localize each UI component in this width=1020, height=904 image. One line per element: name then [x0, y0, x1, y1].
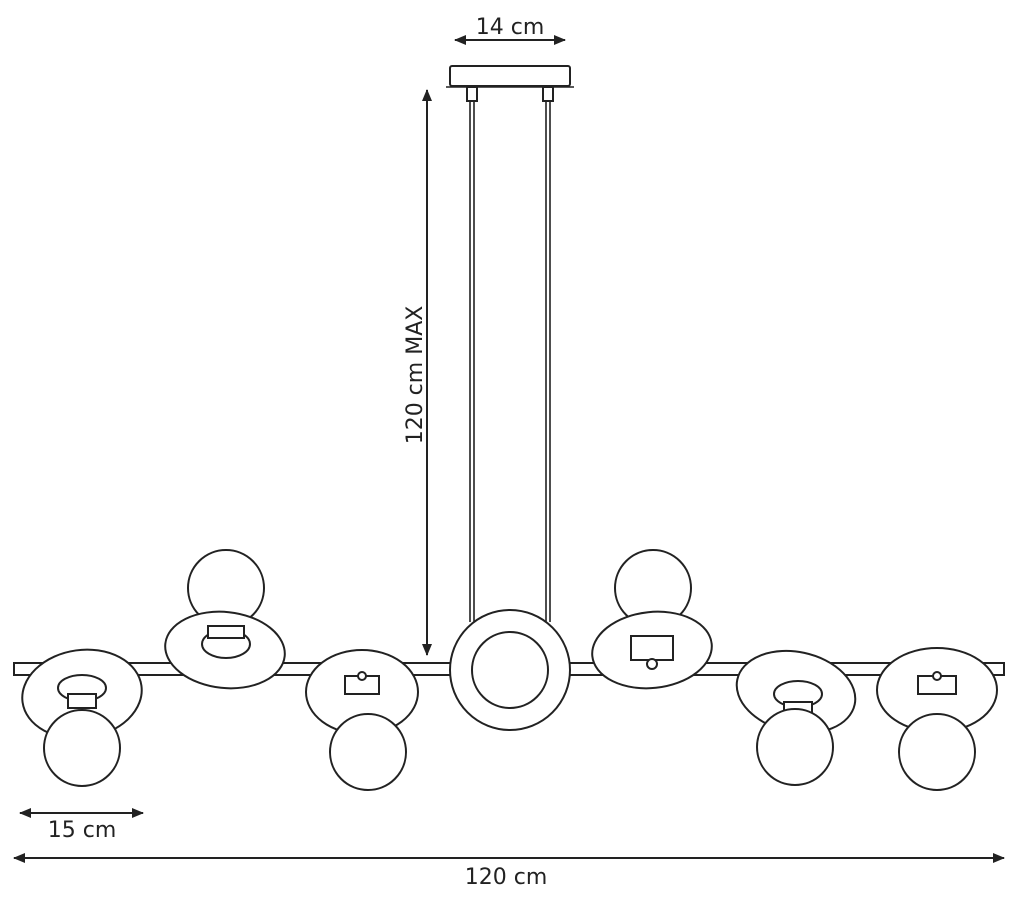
suspension-cables [469, 101, 551, 622]
lamp-1 [21, 648, 143, 787]
dimension-total-width: 120 cm [13, 853, 1005, 890]
lamp-4 [591, 549, 713, 690]
dimension-max-height: 120 cm MAX [403, 89, 432, 656]
canopy-width-label: 14 cm [476, 15, 545, 40]
dimension-canopy-width: 14 cm [454, 15, 566, 45]
dimension-shade-width: 15 cm [19, 808, 144, 843]
max-height-label: 120 cm MAX [403, 306, 428, 445]
total-width-label: 120 cm [465, 865, 548, 890]
lamp-3 [305, 649, 419, 791]
lamp-2 [164, 549, 286, 690]
lamp-5 [735, 649, 857, 786]
central-hub [449, 609, 571, 731]
shade-width-label: 15 cm [48, 818, 117, 843]
ceiling-canopy [446, 65, 574, 102]
lamp-6 [876, 647, 998, 791]
